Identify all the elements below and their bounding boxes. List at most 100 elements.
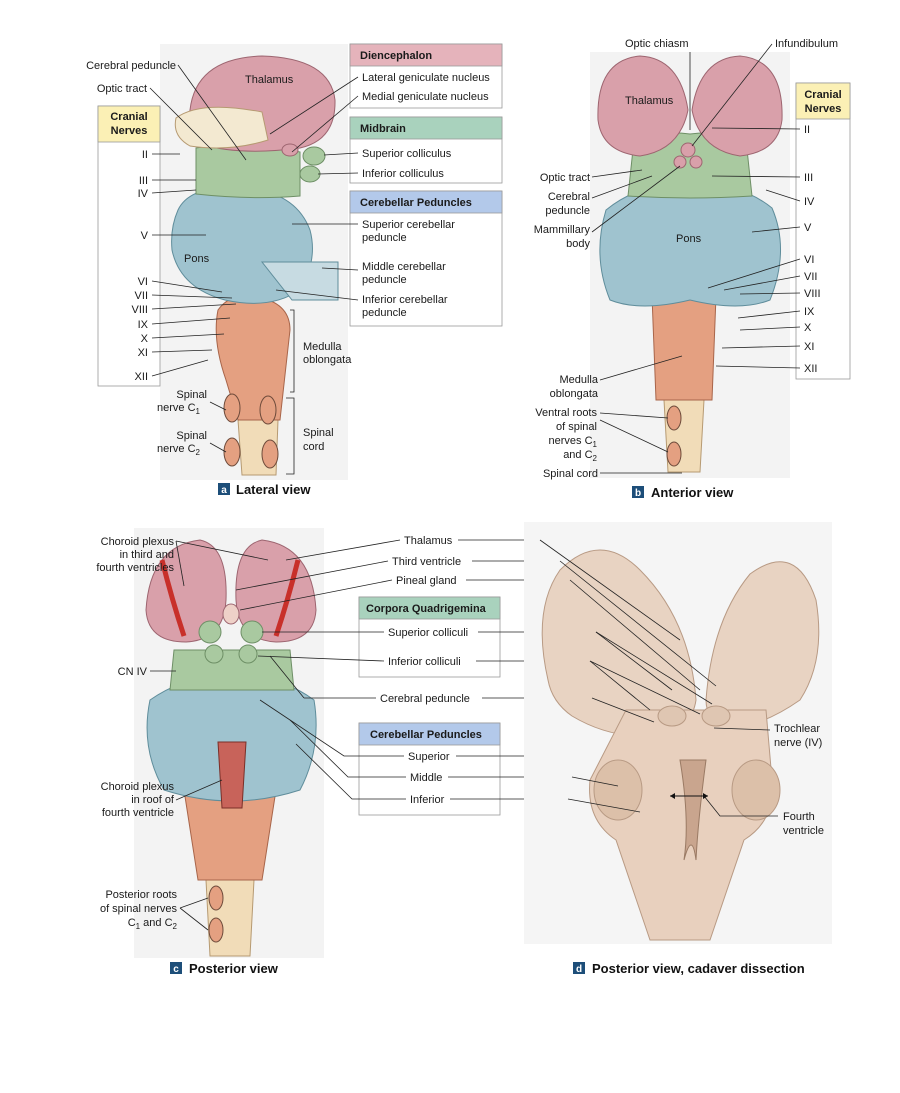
label-spinal-cord-b: Spinal cord (543, 468, 598, 480)
nerve-label-a-ii: II (142, 149, 148, 161)
midbrain-c (169, 649, 295, 691)
peduncles-title-c: Cerebellar Peduncles (370, 729, 482, 741)
superior-colliculus-label: Superior colliculus (362, 148, 452, 160)
brainstem-anterior-illustration (597, 55, 783, 473)
cranial-title-a-1: Cranial (110, 111, 147, 123)
caption-b: Anterior view (651, 485, 734, 500)
nerve-label-a-x: X (141, 333, 149, 345)
ventral-root-c2-b (666, 441, 682, 467)
label-cerebral-b-2: peduncle (545, 205, 590, 217)
nerve-label-a-xii: XII (135, 371, 148, 383)
nerve-label-a-v: V (141, 230, 149, 242)
nerve-label-b-ii: II (804, 124, 810, 136)
inferior-colliculi-label: Inferior colliculi (388, 656, 461, 668)
middle-peduncle-right-d (731, 759, 781, 821)
spinal-nerve-c1-a (223, 393, 241, 423)
panel-d: Trochlear nerve (IV) Fourth ventricle d … (524, 522, 832, 976)
label-mammillary-b-2: body (566, 238, 590, 250)
nerve-label-b-iii: III (804, 172, 813, 184)
caption-box-c (170, 962, 182, 974)
medulla-b (651, 289, 717, 401)
spinal-nerve-c1b-a (259, 395, 277, 425)
middle-peduncle-left-d (593, 759, 643, 821)
cranial-title-b-2: Nerves (805, 103, 842, 115)
nerve-label-a-iv: IV (138, 188, 149, 200)
cranial-title-a-2: Nerves (111, 125, 148, 137)
caption-letter-c: c (173, 964, 179, 975)
panel-c: Choroid plexus in third and fourth ventr… (96, 528, 668, 976)
label-choroid-c-2: in third and (120, 549, 174, 561)
cranial-nerves-box-a (97, 105, 161, 387)
label-pons-b: Pons (676, 233, 702, 245)
sup-colliculus-left-c (198, 620, 222, 644)
inferior-peduncle-label-a-2: peduncle (362, 307, 407, 319)
caption-letter-d: d (576, 964, 582, 975)
panel-a: Cranial Nerves II III IV V VI VII VIII I… (86, 43, 503, 497)
nerve-label-b-vi: VI (804, 254, 814, 266)
superior-peduncle-label-a-2: peduncle (362, 232, 407, 244)
middle-peduncle-cut-a (260, 261, 339, 301)
pineal-c (222, 603, 240, 625)
label-ventral-b-2: of spinal (556, 421, 597, 433)
label-optic-tract-a: Optic tract (97, 83, 147, 95)
label-posterior-c-1: Posterior roots (105, 889, 177, 901)
sup-colliculus-right-c (240, 620, 264, 644)
corpora-title: Corpora Quadrigemina (366, 603, 487, 615)
label-mammillary-b-1: Mammillary (534, 224, 591, 236)
caption-letter-b: b (635, 488, 641, 499)
inferior-colliculus-a (299, 165, 321, 183)
cerebellar-peduncles-box-a (349, 190, 503, 327)
label-optic-chiasm: Optic chiasm (625, 38, 689, 50)
peduncles-header-c (358, 722, 501, 746)
midbrain-header (349, 116, 503, 140)
label-trochlear-2: nerve (IV) (774, 737, 822, 749)
caption-box-a (218, 483, 230, 495)
diencephalon-title: Diencephalon (360, 50, 432, 62)
cranial-nerves-header-b (795, 82, 851, 120)
left-thalamus-c (145, 539, 227, 643)
label-pineal-c: Pineal gland (396, 575, 457, 587)
choroid-right-c (273, 559, 301, 637)
nerve-label-a-ix: IX (138, 319, 149, 331)
optic-tract-a (174, 106, 269, 149)
label-cerebral-b-1: Cerebral (548, 191, 590, 203)
lateral-geniculate-label: Lateral geniculate nucleus (362, 72, 490, 84)
label-ventral-b-4: and C2 (563, 449, 597, 463)
nerve-label-b-viii: VIII (804, 288, 821, 300)
label-posterior-c-2: of spinal nerves (100, 903, 178, 915)
label-spinal-c1-line1: Spinal (176, 389, 207, 401)
middle-peduncle-label-a-1: Middle cerebellar (362, 261, 446, 273)
infundibulum-b (680, 142, 696, 158)
label-ventral-b-1: Ventral roots (535, 407, 597, 419)
label-thalamus-a: Thalamus (245, 74, 294, 86)
spinal-nerve-c2b-a (261, 439, 279, 469)
nerve-label-b-iv: IV (804, 196, 815, 208)
caption-box-d (573, 962, 585, 974)
label-choroid-c-1: Choroid plexus (101, 536, 175, 548)
label-cn4-c: CN IV (118, 666, 148, 678)
inferior-peduncle-label-a-1: Inferior cerebellar (362, 294, 448, 306)
corpora-header (358, 596, 501, 620)
label-choroid-roof-c-2: in roof of (131, 794, 175, 806)
label-spinal-c2-line1: Spinal (176, 430, 207, 442)
label-choroid-roof-c-1: Choroid plexus (101, 781, 175, 793)
nerve-label-a-viii: VIII (131, 304, 148, 316)
nerve-label-b-v: V (804, 222, 812, 234)
cerebellar-peduncles-title-a: Cerebellar Peduncles (360, 197, 472, 209)
caption-d: Posterior view, cadaver dissection (592, 961, 805, 976)
label-spinal-cord-a-2: cord (303, 441, 324, 453)
label-ventral-b-3: nerves C1 (549, 435, 598, 449)
label-medulla-a-1: Medulla (303, 341, 342, 353)
superior-colliculus-a (302, 146, 326, 166)
superior-peduncle-label-a-1: Superior cerebellar (362, 219, 455, 231)
label-medulla-b-2: oblongata (550, 388, 599, 400)
posterior-root-c1 (208, 885, 224, 911)
medial-geniculate-a (281, 143, 299, 157)
middle-peduncle-label-c: Middle (410, 772, 442, 784)
left-thalamus-b (597, 55, 689, 157)
ventral-root-c1-b (666, 405, 682, 431)
right-thalamus-b (691, 55, 783, 157)
colliculus-left-d (657, 705, 687, 727)
mammillary-left-b (673, 155, 687, 169)
caption-letter-a: a (221, 485, 227, 496)
